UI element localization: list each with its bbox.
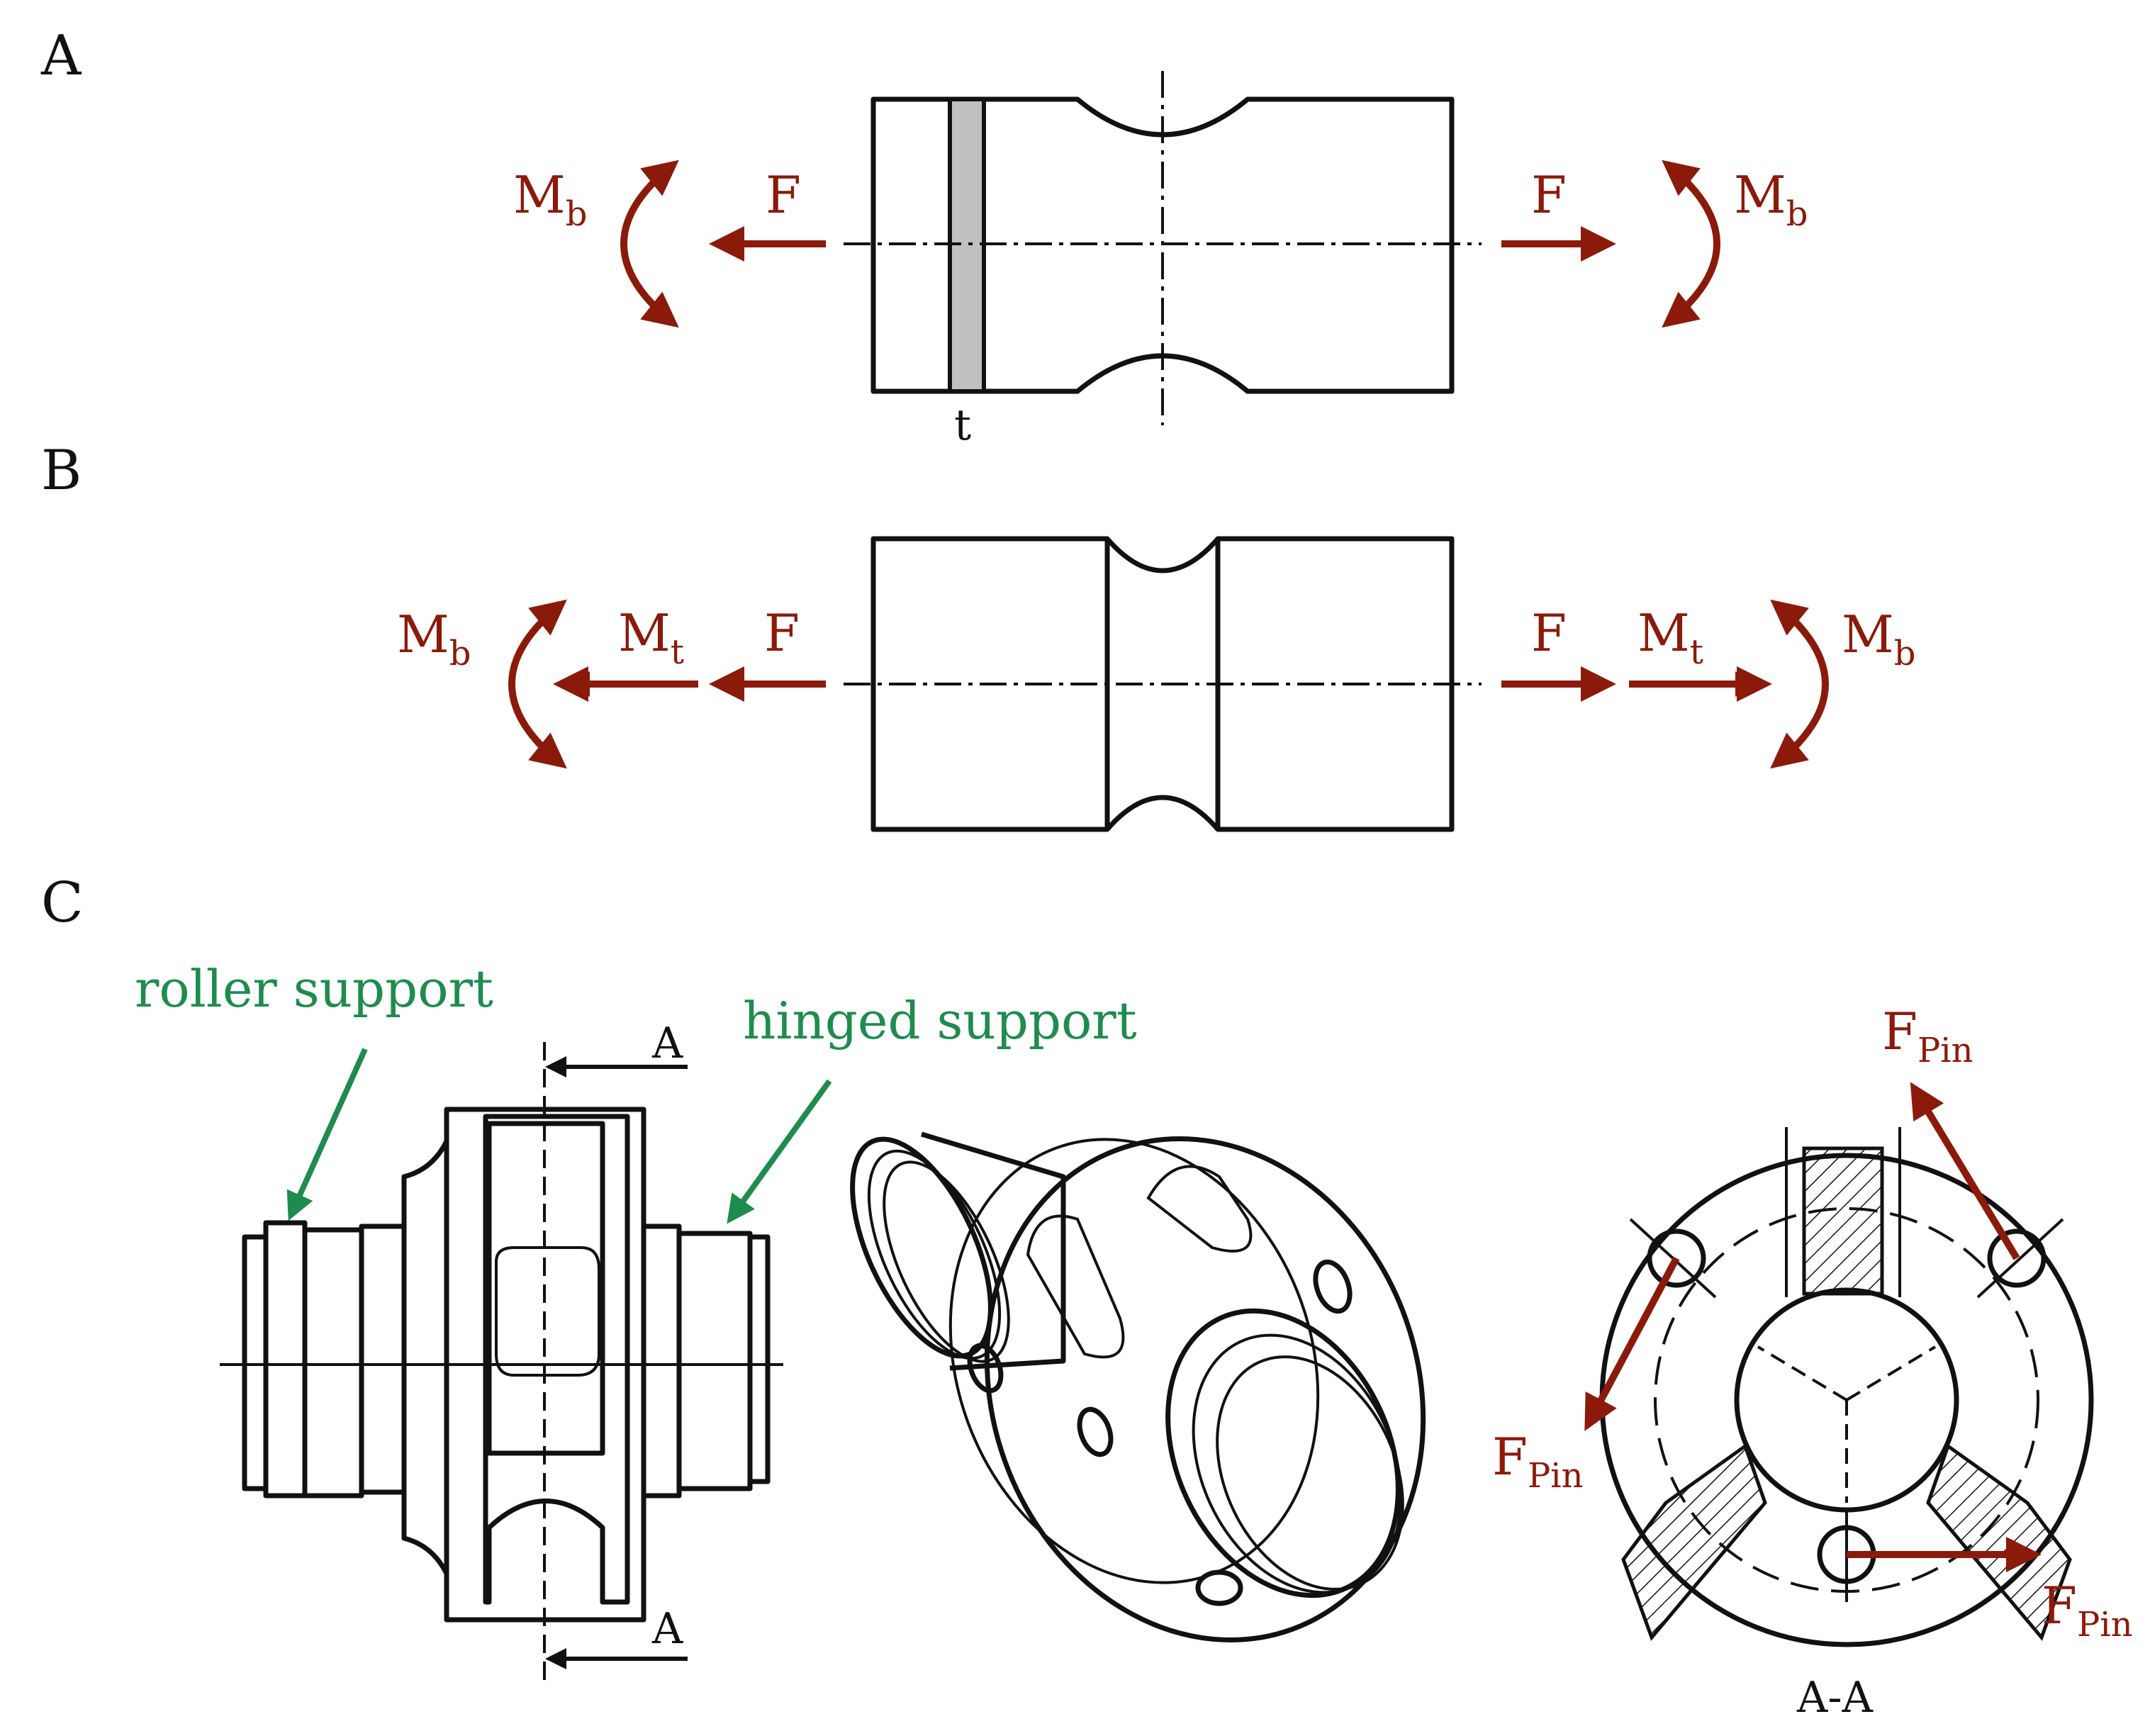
torsion-label-left: Mt bbox=[618, 603, 684, 672]
force-label-right-a: F bbox=[1531, 165, 1567, 225]
pin-force-label-left: FPin bbox=[1492, 1427, 1584, 1496]
specimen-b bbox=[844, 536, 1482, 832]
bending-moment-right-a bbox=[1662, 159, 1720, 328]
bending-moment-left-b bbox=[508, 599, 567, 769]
hinged-support-arrow bbox=[727, 1079, 832, 1224]
bending-moment-left-a bbox=[620, 159, 679, 328]
panel-label-b: B bbox=[41, 439, 82, 503]
pin-carrier-side-view bbox=[220, 1042, 783, 1680]
section-a-a-view bbox=[1599, 1127, 2094, 1647]
specimen-a bbox=[844, 71, 1482, 425]
roller-support-label: roller support bbox=[135, 959, 493, 1019]
bending-moment-right-b bbox=[1770, 599, 1829, 769]
force-label-left-a: F bbox=[766, 165, 801, 225]
pin-force-label-top: FPin bbox=[1882, 1002, 1973, 1070]
panel-label-c: C bbox=[41, 871, 84, 935]
torsion-arrow-left-second-head bbox=[567, 671, 590, 697]
torsion-label-right: Mt bbox=[1637, 603, 1703, 672]
pin-force-label-bottom: FPin bbox=[2042, 1576, 2133, 1645]
section-label: A-A bbox=[1796, 1673, 1874, 1723]
pin-carrier-isometric-view bbox=[850, 1131, 1426, 1643]
torsion-arrow-right-second-head bbox=[1735, 671, 1758, 697]
pin-force-arrow-top bbox=[1910, 1082, 2020, 1260]
pin-force-arrow-left bbox=[1584, 1256, 1680, 1431]
thickness-label: t bbox=[954, 401, 971, 450]
section-marker-bottom: A bbox=[651, 1604, 683, 1654]
hinged-support-label: hinged support bbox=[743, 991, 1137, 1051]
moment-label-right-a: Mb bbox=[1734, 165, 1808, 234]
moment-label-left-b: Mb bbox=[397, 605, 471, 673]
roller-support-arrow bbox=[286, 1048, 368, 1221]
section-marker-top: A bbox=[651, 1019, 683, 1068]
moment-label-right-b: Mb bbox=[1842, 605, 1915, 673]
moment-label-left-a: Mb bbox=[513, 165, 587, 234]
panel-label-a: A bbox=[40, 24, 82, 88]
force-label-right-b: F bbox=[1531, 603, 1567, 663]
force-label-left-b: F bbox=[764, 603, 800, 663]
